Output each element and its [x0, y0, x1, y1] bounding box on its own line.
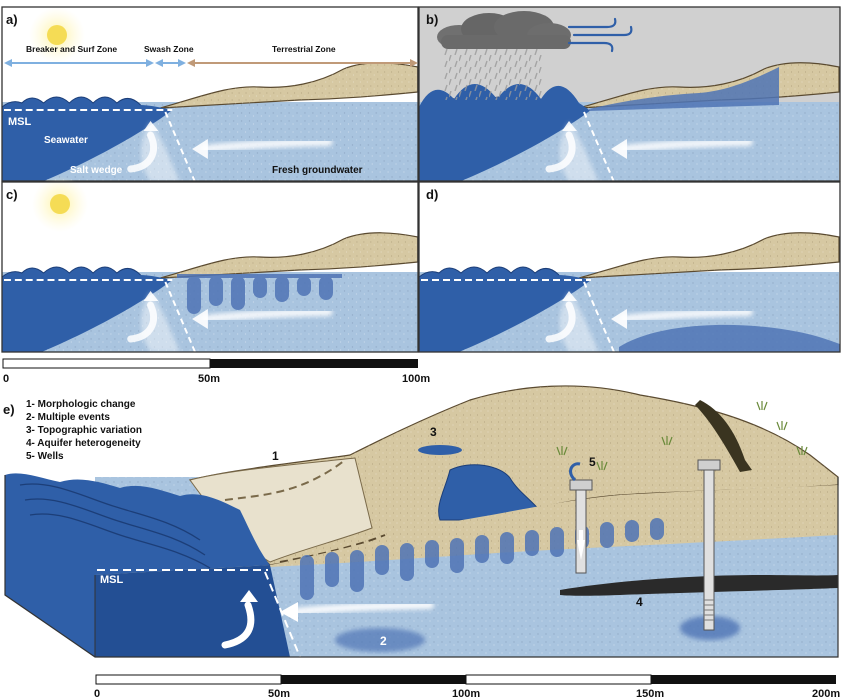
panel-a-letter: a)	[6, 12, 18, 27]
salt-fingers-e	[300, 518, 664, 600]
scale-bar-bottom	[95, 674, 836, 685]
pond	[438, 464, 546, 521]
panel-c	[2, 176, 418, 352]
scale-top-tick-0: 0	[3, 373, 9, 385]
scale-top-tick-100: 100m	[402, 373, 430, 385]
legend-item: 5- Wells	[26, 451, 64, 462]
deep-salt-lens	[619, 324, 840, 352]
marker-4: 4	[636, 595, 643, 609]
scale-top-tick-50: 50m	[198, 373, 220, 385]
scale-bottom-tick-200: 200m	[812, 688, 840, 699]
well-icon	[697, 459, 721, 631]
wind-icon	[567, 17, 633, 53]
panel-a	[2, 6, 418, 182]
legend-item: 3- Topographic variation	[26, 425, 142, 436]
legend-item: 1- Morphologic change	[26, 399, 136, 410]
swash-zone-label: Swash Zone	[144, 44, 194, 54]
fresh-groundwater-label: Fresh groundwater	[272, 165, 363, 176]
msl-label-e: MSL	[100, 574, 124, 586]
panel-d-letter: d)	[426, 187, 438, 202]
panel-b	[419, 6, 840, 182]
seawater-label: Seawater	[44, 135, 88, 146]
marker-3: 3	[430, 425, 437, 439]
panel-d	[419, 181, 840, 352]
legend-item: 4- Aquifer heterogeneity	[26, 438, 141, 449]
legend-item: 2- Multiple events	[26, 412, 110, 423]
breaker-zone-label: Breaker and Surf Zone	[26, 44, 117, 54]
marker-2: 2	[380, 634, 387, 648]
panel-e-letter: e)	[3, 402, 15, 417]
salt-fingers	[177, 274, 342, 314]
storm-cloud-icon	[437, 11, 571, 100]
panel-b-letter: b)	[426, 12, 438, 27]
salt-wedge-label: Salt wedge	[70, 165, 123, 176]
scale-bottom-tick-50: 50m	[268, 688, 290, 699]
small-pond	[418, 445, 462, 455]
terrestrial-zone-label: Terrestrial Zone	[272, 44, 336, 54]
sea-block	[5, 473, 270, 657]
aquifer-heterogeneity-layer	[560, 575, 838, 596]
panel-e	[4, 385, 839, 658]
panel-c-letter: c)	[6, 187, 18, 202]
marker-5: 5	[589, 455, 596, 469]
scale-bottom-tick-150: 150m	[636, 688, 664, 699]
well-icon	[569, 462, 593, 574]
marker-1: 1	[272, 449, 279, 463]
scale-bottom-tick-100: 100m	[452, 688, 480, 699]
msl-label-a: MSL	[8, 116, 32, 128]
scale-bottom-tick-0: 0	[94, 688, 100, 699]
scale-bar-top	[2, 358, 418, 369]
